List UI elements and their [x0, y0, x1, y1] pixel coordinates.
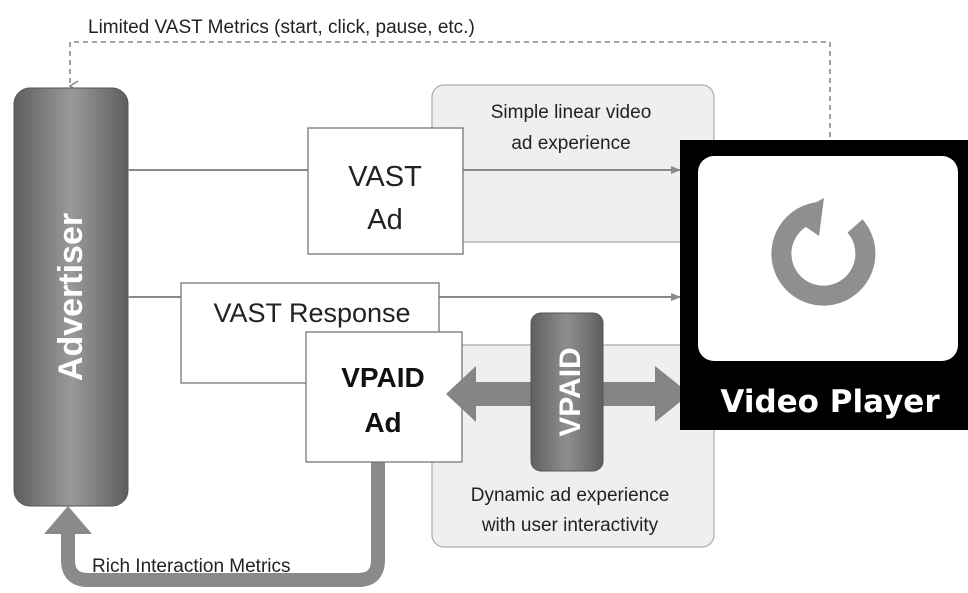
- vpaid-ad-box: [305, 331, 463, 463]
- rich-metrics-arrowhead: [44, 506, 92, 534]
- vpaid-bar-label: VPAID: [554, 347, 587, 436]
- limited-metrics-label: Limited VAST Metrics (start, click, paus…: [88, 17, 475, 38]
- video-player-label: Video Player: [720, 384, 940, 420]
- vast-ad-line2: Ad: [367, 204, 402, 236]
- rich-metrics-label: Rich Interaction Metrics: [92, 556, 291, 577]
- vpaid-ad-line2: Ad: [364, 407, 401, 438]
- video-player-screen: [698, 156, 958, 361]
- rich-metrics-connector: [61, 462, 385, 587]
- vast-response-label: VAST Response: [213, 298, 410, 328]
- dynamic-caption-line2: with user interactivity: [481, 515, 659, 536]
- dynamic-caption-line1: Dynamic ad experience: [471, 485, 670, 506]
- simple-caption-line1: Simple linear video: [491, 102, 652, 123]
- vpaid-link-arrow-right: [655, 366, 690, 422]
- replay-icon: [771, 198, 876, 306]
- advertiser-label: Advertiser: [52, 213, 90, 381]
- vast-ad-box: [307, 127, 464, 255]
- vpaid-ad-line1: VPAID: [341, 362, 425, 393]
- simple-caption-line2: ad experience: [511, 133, 630, 154]
- limited-metrics-connector: [70, 41, 831, 155]
- vast-ad-line1: VAST: [348, 161, 422, 193]
- vpaid-interface-bar: [530, 312, 604, 472]
- vpaid-link-arrow-left: [446, 366, 476, 422]
